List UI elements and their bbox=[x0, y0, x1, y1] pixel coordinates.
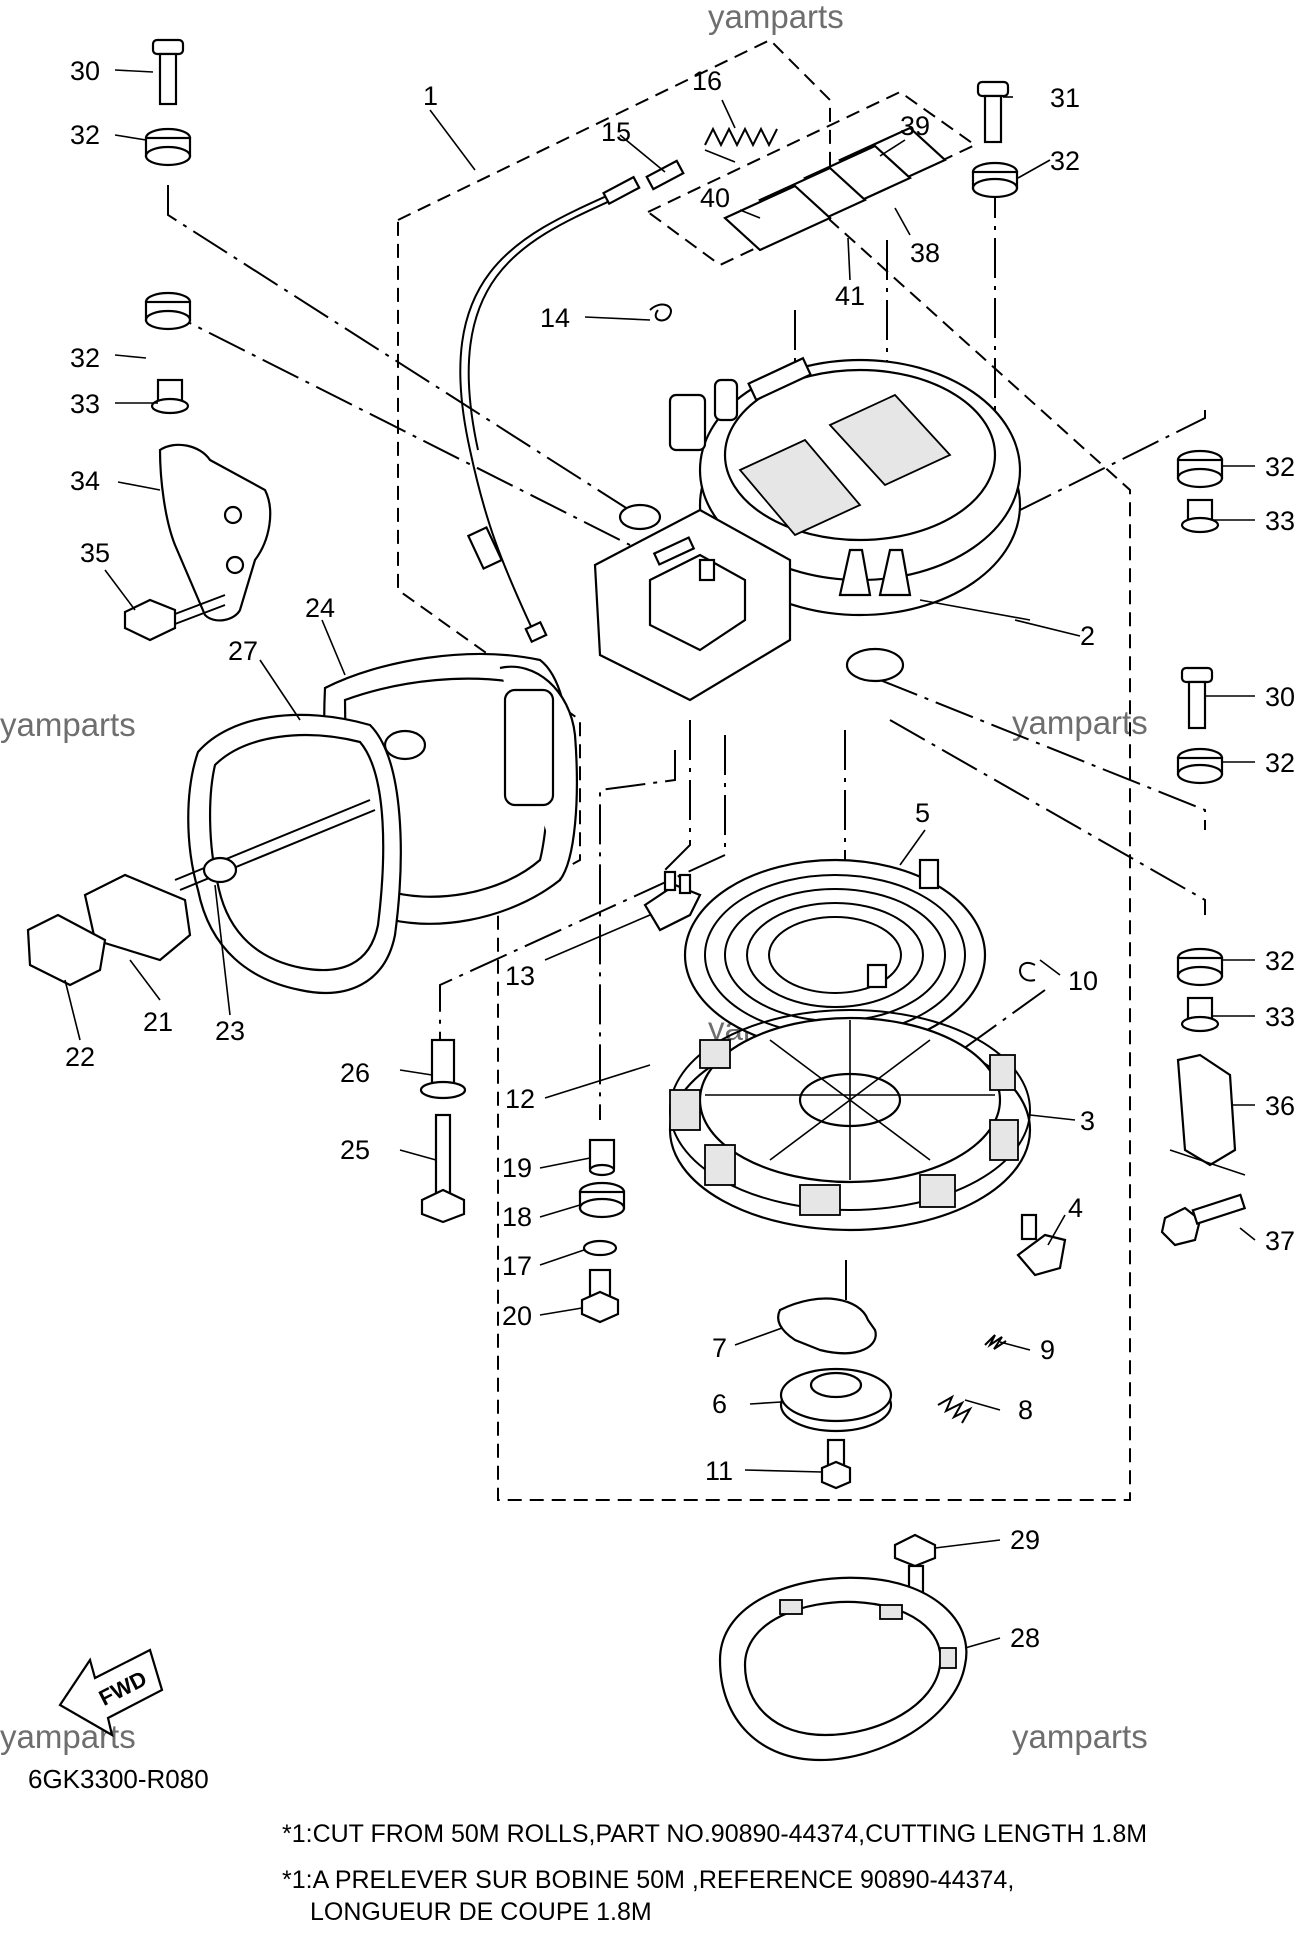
callout-35: 35 bbox=[80, 538, 110, 568]
callout-32: 32 bbox=[70, 343, 100, 373]
pulley-reel bbox=[668, 1009, 1032, 1232]
watermark: yamparts bbox=[1012, 704, 1148, 741]
callout-24: 24 bbox=[305, 593, 335, 623]
callout-34: 34 bbox=[70, 466, 100, 496]
starter-handle bbox=[26, 799, 376, 987]
callout-28: 28 bbox=[1010, 1623, 1040, 1653]
handle-guide-ring bbox=[187, 713, 402, 994]
callout-29: 29 bbox=[1010, 1525, 1040, 1555]
callout-19: 19 bbox=[502, 1153, 532, 1183]
callout-17: 17 bbox=[502, 1251, 532, 1281]
callout-21: 21 bbox=[143, 1007, 173, 1037]
callout-14: 14 bbox=[540, 303, 570, 333]
note-line-2: *1:A PRELEVER SUR BOBINE 50M ,REFERENCE … bbox=[282, 1866, 1015, 1894]
callout-8: 8 bbox=[1018, 1395, 1033, 1425]
callout-30: 30 bbox=[70, 56, 100, 86]
callout-33: 33 bbox=[1265, 1002, 1295, 1032]
callout-9: 9 bbox=[1040, 1335, 1055, 1365]
callout-18: 18 bbox=[502, 1202, 532, 1232]
fwd-arrow-icon: FWD bbox=[58, 1648, 164, 1738]
callout-7: 7 bbox=[712, 1333, 727, 1363]
callout-26: 26 bbox=[340, 1058, 370, 1088]
callout-4: 4 bbox=[1068, 1193, 1083, 1223]
callout-numbers: 1 2 3 4 5 6 7 8 9 10 11 12 13 14 15 16 1… bbox=[65, 56, 1295, 1653]
callout-15: 15 bbox=[601, 117, 631, 147]
watermark: yamparts bbox=[0, 1718, 136, 1755]
warning-labels bbox=[704, 126, 947, 281]
callout-27: 27 bbox=[228, 636, 258, 666]
callout-20: 20 bbox=[502, 1301, 532, 1331]
callout-38: 38 bbox=[910, 238, 940, 268]
watermark: yamparts bbox=[1012, 1718, 1148, 1755]
watermark: yamparts bbox=[708, 0, 844, 35]
callout-40: 40 bbox=[700, 183, 730, 213]
callout-6: 6 bbox=[712, 1389, 727, 1419]
callout-13: 13 bbox=[505, 961, 535, 991]
callout-36: 36 bbox=[1265, 1091, 1295, 1121]
callout-5: 5 bbox=[915, 798, 930, 828]
leader-lines bbox=[64, 69, 1256, 1649]
callout-32: 32 bbox=[1265, 748, 1295, 778]
callout-30: 30 bbox=[1265, 682, 1295, 712]
callout-32: 32 bbox=[1265, 452, 1295, 482]
callout-12: 12 bbox=[505, 1084, 535, 1114]
callout-11: 11 bbox=[705, 1456, 733, 1486]
callout-16: 16 bbox=[692, 66, 722, 96]
callout-31: 31 bbox=[1050, 83, 1080, 113]
ring-plate bbox=[718, 1576, 968, 1762]
callout-33: 33 bbox=[1265, 506, 1295, 536]
fasteners bbox=[144, 38, 1247, 1594]
callout-37: 37 bbox=[1265, 1226, 1295, 1256]
callout-32: 32 bbox=[1050, 146, 1080, 176]
drive-parts bbox=[777, 1213, 1067, 1433]
watermark: yamparts bbox=[0, 706, 136, 743]
callout-2: 2 bbox=[1080, 621, 1095, 651]
recoil-spring bbox=[683, 858, 987, 1052]
callout-23: 23 bbox=[215, 1016, 245, 1046]
callout-33: 33 bbox=[70, 389, 100, 419]
callout-1: 1 bbox=[423, 81, 438, 111]
label-set-boundary bbox=[647, 90, 977, 267]
callout-32: 32 bbox=[70, 120, 100, 150]
callout-22: 22 bbox=[65, 1042, 95, 1072]
callout-39: 39 bbox=[900, 111, 930, 141]
diagram-code: 6GK3300-R080 bbox=[28, 1764, 209, 1794]
callout-10: 10 bbox=[1068, 966, 1098, 996]
callout-41: 41 bbox=[835, 281, 865, 311]
callout-25: 25 bbox=[340, 1135, 370, 1165]
callout-32: 32 bbox=[1265, 946, 1295, 976]
left-bracket bbox=[123, 443, 272, 642]
note-line-1: *1:CUT FROM 50M ROLLS,PART NO.90890-4437… bbox=[282, 1820, 1148, 1848]
starter-cable bbox=[459, 126, 778, 644]
callout-3: 3 bbox=[1080, 1106, 1095, 1136]
starter-case bbox=[593, 356, 1031, 702]
note-line-3: LONGUEUR DE COUPE 1.8M bbox=[310, 1898, 652, 1926]
